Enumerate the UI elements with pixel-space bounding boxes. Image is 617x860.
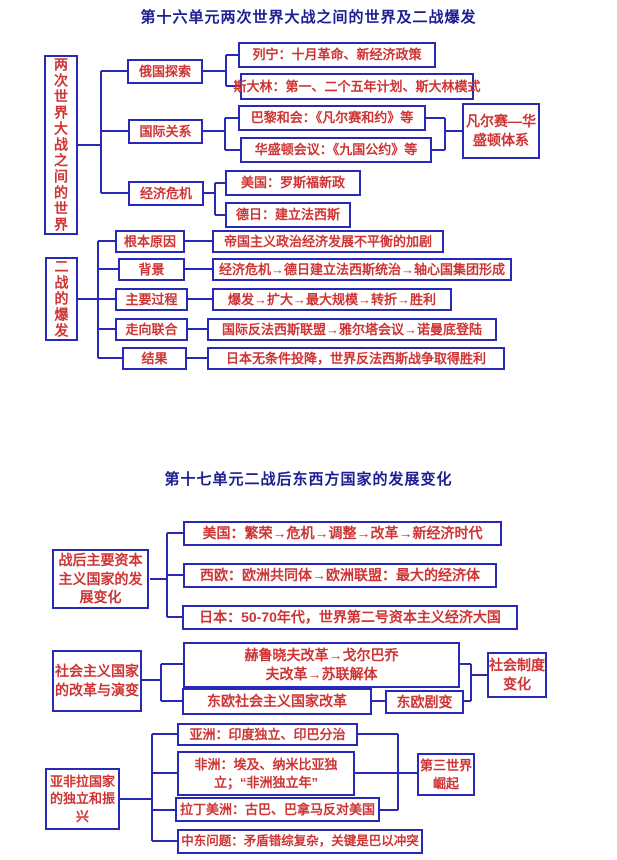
branch-root-cause: 根本原因	[115, 230, 185, 253]
branch-result: 结果	[122, 347, 187, 370]
leaf-ussr-reform-text: 赫鲁晓夫改革→戈尔巴乔夫改革→苏联解体	[244, 647, 399, 682]
leaf-background-detail: 经济危机→德日建立法西斯统治→轴心国集团形成	[212, 258, 512, 281]
leaf-stalin: 斯大林：第一、二个五年计划、斯大林模式	[234, 73, 481, 100]
leaf-east-europe-upheaval: 东欧剧变	[385, 690, 464, 714]
leaf-result-detail: 日本无条件投降，世界反法西斯战争取得胜利	[207, 347, 505, 370]
leaf-germany-japan-fascism: 德日：建立法西斯	[225, 202, 351, 228]
leaf-washington-conference: 华盛顿会议：《九国公约》等	[240, 137, 432, 163]
root-asia-africa-latin: 亚非拉国家的独立和振兴	[45, 768, 120, 830]
branch-background: 背景	[118, 258, 185, 281]
leaf-africa-independence: 非洲：埃及、纳米比亚独立；“非洲独立年”	[177, 751, 355, 796]
branch-toward-alliance: 走向联合	[115, 318, 188, 341]
leaf-root-cause-detail: 帝国主义政治经济发展不平衡的加剧	[212, 230, 444, 253]
unit17-title: 第十七单元二战后东西方国家的发展变化	[164, 471, 453, 488]
leaf-usa-new-deal: 美国：罗斯福新政	[225, 170, 361, 196]
result-versailles-washington-system: 凡尔赛—华盛顿体系	[462, 103, 540, 159]
leaf-toward-alliance-detail: 国际反法西斯联盟→雅尔塔会议→诺曼底登陆	[207, 318, 497, 341]
root-socialist-countries: 社会主义国家的改革与演变	[52, 650, 142, 712]
root-ww2-outbreak: 二战的爆发	[45, 257, 78, 341]
unit16-title: 第十六单元两次世界大战之间的世界及二战爆发	[140, 9, 477, 26]
result-third-world-rise: 第三世界崛起	[417, 753, 475, 796]
leaf-ussr-reform: 赫鲁晓夫改革→戈尔巴乔夫改革→苏联解体	[183, 642, 460, 688]
branch-main-process: 主要过程	[115, 288, 188, 311]
leaf-japan-development: 日本：50-70年代，世界第二号资本主义经济大国	[182, 605, 518, 630]
branch-economic-crisis: 经济危机	[128, 181, 204, 206]
leaf-east-europe-reform: 东欧社会主义国家改革	[182, 688, 372, 715]
leaf-paris-conference: 巴黎和会：《凡尔赛和约》等	[238, 105, 426, 131]
leaf-usa-development: 美国：繁荣→危机→调整→改革→新经济时代	[183, 521, 502, 546]
leaf-west-europe-development: 西欧：欧洲共同体→欧洲联盟：最大的经济体	[183, 563, 497, 588]
result-social-system-change: 社会制度变化	[487, 652, 547, 698]
root-world-between-wars: 两次世界大战之间的世界	[44, 55, 78, 235]
leaf-latin-america: 拉丁美洲：古巴、巴拿马反对美国	[175, 797, 380, 822]
branch-russia-exploration: 俄国探索	[127, 59, 203, 84]
root-capitalist-countries: 战后主要资本主义国家的发展变化	[52, 549, 149, 609]
leaf-lenin: 列宁：十月革命、新经济政策	[238, 42, 436, 68]
leaf-middle-east-issue: 中东问题：矛盾错综复杂，关键是巴以冲突	[177, 829, 423, 854]
leaf-main-process-detail: 爆发→扩大→最大规模→转折→胜利	[212, 288, 452, 311]
branch-international-relations: 国际关系	[128, 119, 203, 144]
leaf-asia-independence: 亚洲：印度独立、印巴分治	[177, 723, 358, 746]
